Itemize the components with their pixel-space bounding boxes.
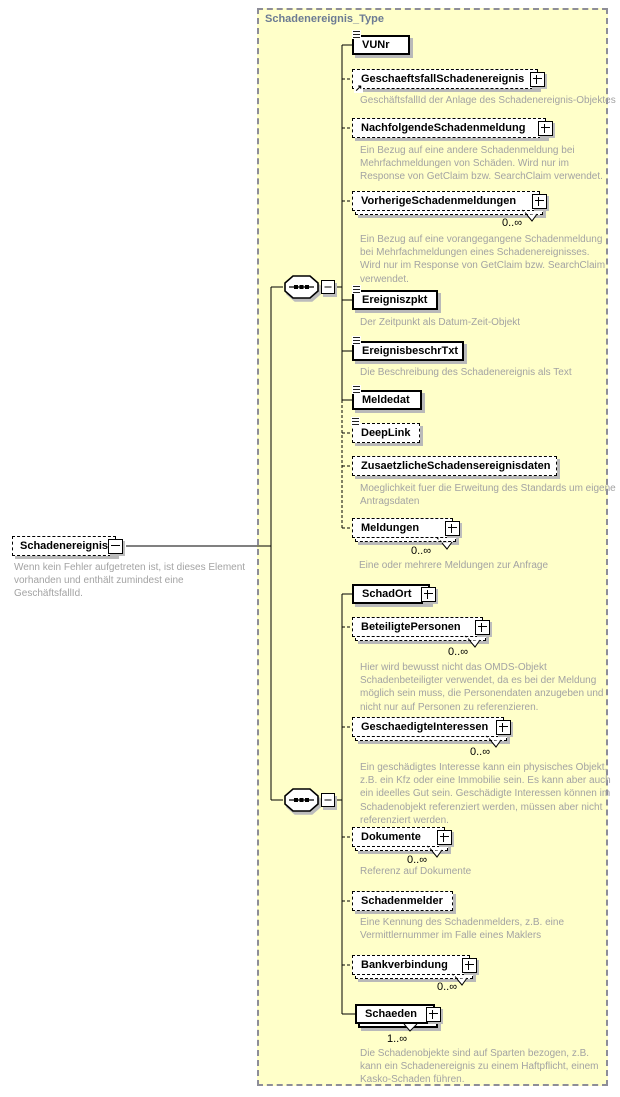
element-label: GeschaeftsfallSchadenereignis bbox=[361, 73, 525, 85]
annotation: Eine oder mehrere Meldungen zur Anfrage bbox=[359, 560, 549, 571]
element-label: Meldungen bbox=[361, 522, 420, 534]
occurrence-tail bbox=[426, 845, 443, 858]
expand-icon[interactable] bbox=[426, 1007, 441, 1022]
collapse-icon[interactable] bbox=[108, 539, 123, 554]
expand-icon[interactable] bbox=[530, 72, 545, 87]
element-label: Dokumente bbox=[361, 831, 421, 843]
element-meldungen[interactable]: Meldungen bbox=[352, 518, 460, 538]
expand-icon[interactable] bbox=[496, 720, 511, 735]
element-label: NachfolgendeSchadenmeldung bbox=[361, 122, 526, 134]
annotation: Wenn kein Fehler aufgetreten ist, ist di… bbox=[14, 562, 246, 600]
complex-type-title: Schadenereignis_Type bbox=[265, 13, 385, 25]
annotation: Der Zeitpunkt als Datum-Zeit-Objekt bbox=[360, 317, 521, 328]
annotation: Eine Kennung des Schadenmelders, z.B. ei… bbox=[360, 917, 565, 942]
element-zusaetzlicheschadensereignisdaten[interactable]: ZusaetzlicheSchadensereignisdaten bbox=[352, 456, 557, 476]
expand-icon[interactable] bbox=[532, 194, 547, 209]
element-schadenmelder[interactable]: Schadenmelder bbox=[352, 891, 453, 911]
expand-icon[interactable] bbox=[445, 521, 460, 536]
occurrence-tail bbox=[436, 537, 453, 550]
element-schaeden[interactable]: Schaeden bbox=[355, 1004, 441, 1024]
occurrence-label: 0..∞ bbox=[448, 646, 469, 658]
annotation: Ein Bezug auf eine andere Schadenmeldung… bbox=[360, 145, 603, 183]
element-label: GeschaedigteInteressen bbox=[361, 721, 489, 733]
element-schadenereignis[interactable]: Schadenereignis bbox=[12, 536, 123, 556]
occurrence-label: 0..∞ bbox=[407, 854, 428, 866]
element-geschaedigteinteressen[interactable]: GeschaedigteInteressen bbox=[352, 717, 511, 737]
element-vorherigeschadenmeldungen[interactable]: VorherigeSchadenmeldungen bbox=[352, 191, 547, 211]
reference-arrow-icon bbox=[354, 83, 363, 93]
attributes-icon bbox=[352, 30, 361, 39]
occurrence-label: 0..∞ bbox=[437, 981, 458, 993]
sequence-compositor[interactable] bbox=[283, 788, 336, 812]
attributes-icon bbox=[352, 385, 361, 394]
annotation: Ein Bezug auf eine vorangegangene Schade… bbox=[360, 234, 606, 285]
element-label: ZusaetzlicheSchadensereignisdaten bbox=[361, 460, 551, 472]
element-schadort[interactable]: SchadOrt bbox=[352, 584, 436, 604]
occurrence-tail bbox=[485, 735, 502, 748]
element-label: Bankverbindung bbox=[361, 959, 448, 971]
element-label: VUNr bbox=[362, 39, 390, 51]
annotation: Die Schadenobjekte sind auf Sparten bezo… bbox=[360, 1048, 599, 1086]
occurrence-label: 0..∞ bbox=[470, 746, 491, 758]
element-label: Schadenereignis bbox=[20, 540, 109, 552]
annotation: Hier wird bewusst nicht das OMDS-Objekt … bbox=[360, 662, 604, 713]
expand-icon[interactable] bbox=[475, 620, 490, 635]
annotation: GeschäftsfallId der Anlage des Schadener… bbox=[360, 95, 616, 106]
sequence-compositor[interactable] bbox=[283, 275, 336, 299]
occurrence-chevron bbox=[403, 1023, 418, 1032]
element-label: Schadenmelder bbox=[361, 895, 443, 907]
annotation: Referenz auf Dokumente bbox=[360, 866, 472, 877]
expand-icon[interactable] bbox=[538, 121, 553, 136]
attributes-icon bbox=[351, 417, 360, 426]
occurrence-label: 0..∞ bbox=[411, 545, 432, 557]
expand-icon[interactable] bbox=[462, 958, 477, 973]
element-ereignisbeschrtxt[interactable]: EreignisbeschrTxt bbox=[352, 336, 464, 361]
annotation: Moeglichkeit fuer die Erweitung des Stan… bbox=[360, 483, 616, 508]
element-deeplink[interactable]: DeepLink bbox=[351, 417, 420, 443]
element-label: BeteiligtePersonen bbox=[361, 621, 461, 633]
element-geschaeftsfallschadenereignis[interactable]: GeschaeftsfallSchadenereignis bbox=[352, 69, 545, 93]
element-bankverbindung[interactable]: Bankverbindung bbox=[352, 955, 477, 975]
element-label: EreignisbeschrTxt bbox=[362, 345, 458, 357]
element-label: Meldedat bbox=[362, 394, 410, 406]
attributes-icon bbox=[352, 285, 361, 294]
occurrence-label: 0..∞ bbox=[502, 217, 523, 229]
expand-icon[interactable] bbox=[437, 830, 452, 845]
occurrence-label: 1..∞ bbox=[387, 1033, 408, 1045]
attributes-icon bbox=[352, 336, 361, 345]
annotation: Ein geschädigtes Interesse kann ein phys… bbox=[360, 762, 611, 826]
element-label: SchadOrt bbox=[362, 588, 412, 600]
occurrence-tail bbox=[521, 209, 538, 222]
element-meldedat[interactable]: Meldedat bbox=[352, 385, 422, 410]
element-label: VorherigeSchadenmeldungen bbox=[361, 195, 517, 207]
occurrence-tail bbox=[451, 973, 468, 986]
element-dokumente[interactable]: Dokumente bbox=[352, 827, 452, 847]
element-beteiligtepersonen[interactable]: BeteiligtePersonen bbox=[352, 617, 490, 637]
expand-icon[interactable] bbox=[421, 587, 436, 602]
annotation: Die Beschreibung des Schadenereignis als… bbox=[360, 367, 572, 378]
element-label: Schaeden bbox=[365, 1008, 417, 1020]
element-label: DeepLink bbox=[361, 427, 411, 439]
element-nachfolgendeschadenmeldung[interactable]: NachfolgendeSchadenmeldung bbox=[352, 118, 553, 138]
element-label: Ereigniszpkt bbox=[362, 294, 428, 306]
element-vunr[interactable]: VUNr bbox=[352, 30, 410, 55]
occurrence-tail bbox=[464, 635, 481, 648]
element-ereigniszpkt[interactable]: Ereigniszpkt bbox=[352, 285, 438, 310]
